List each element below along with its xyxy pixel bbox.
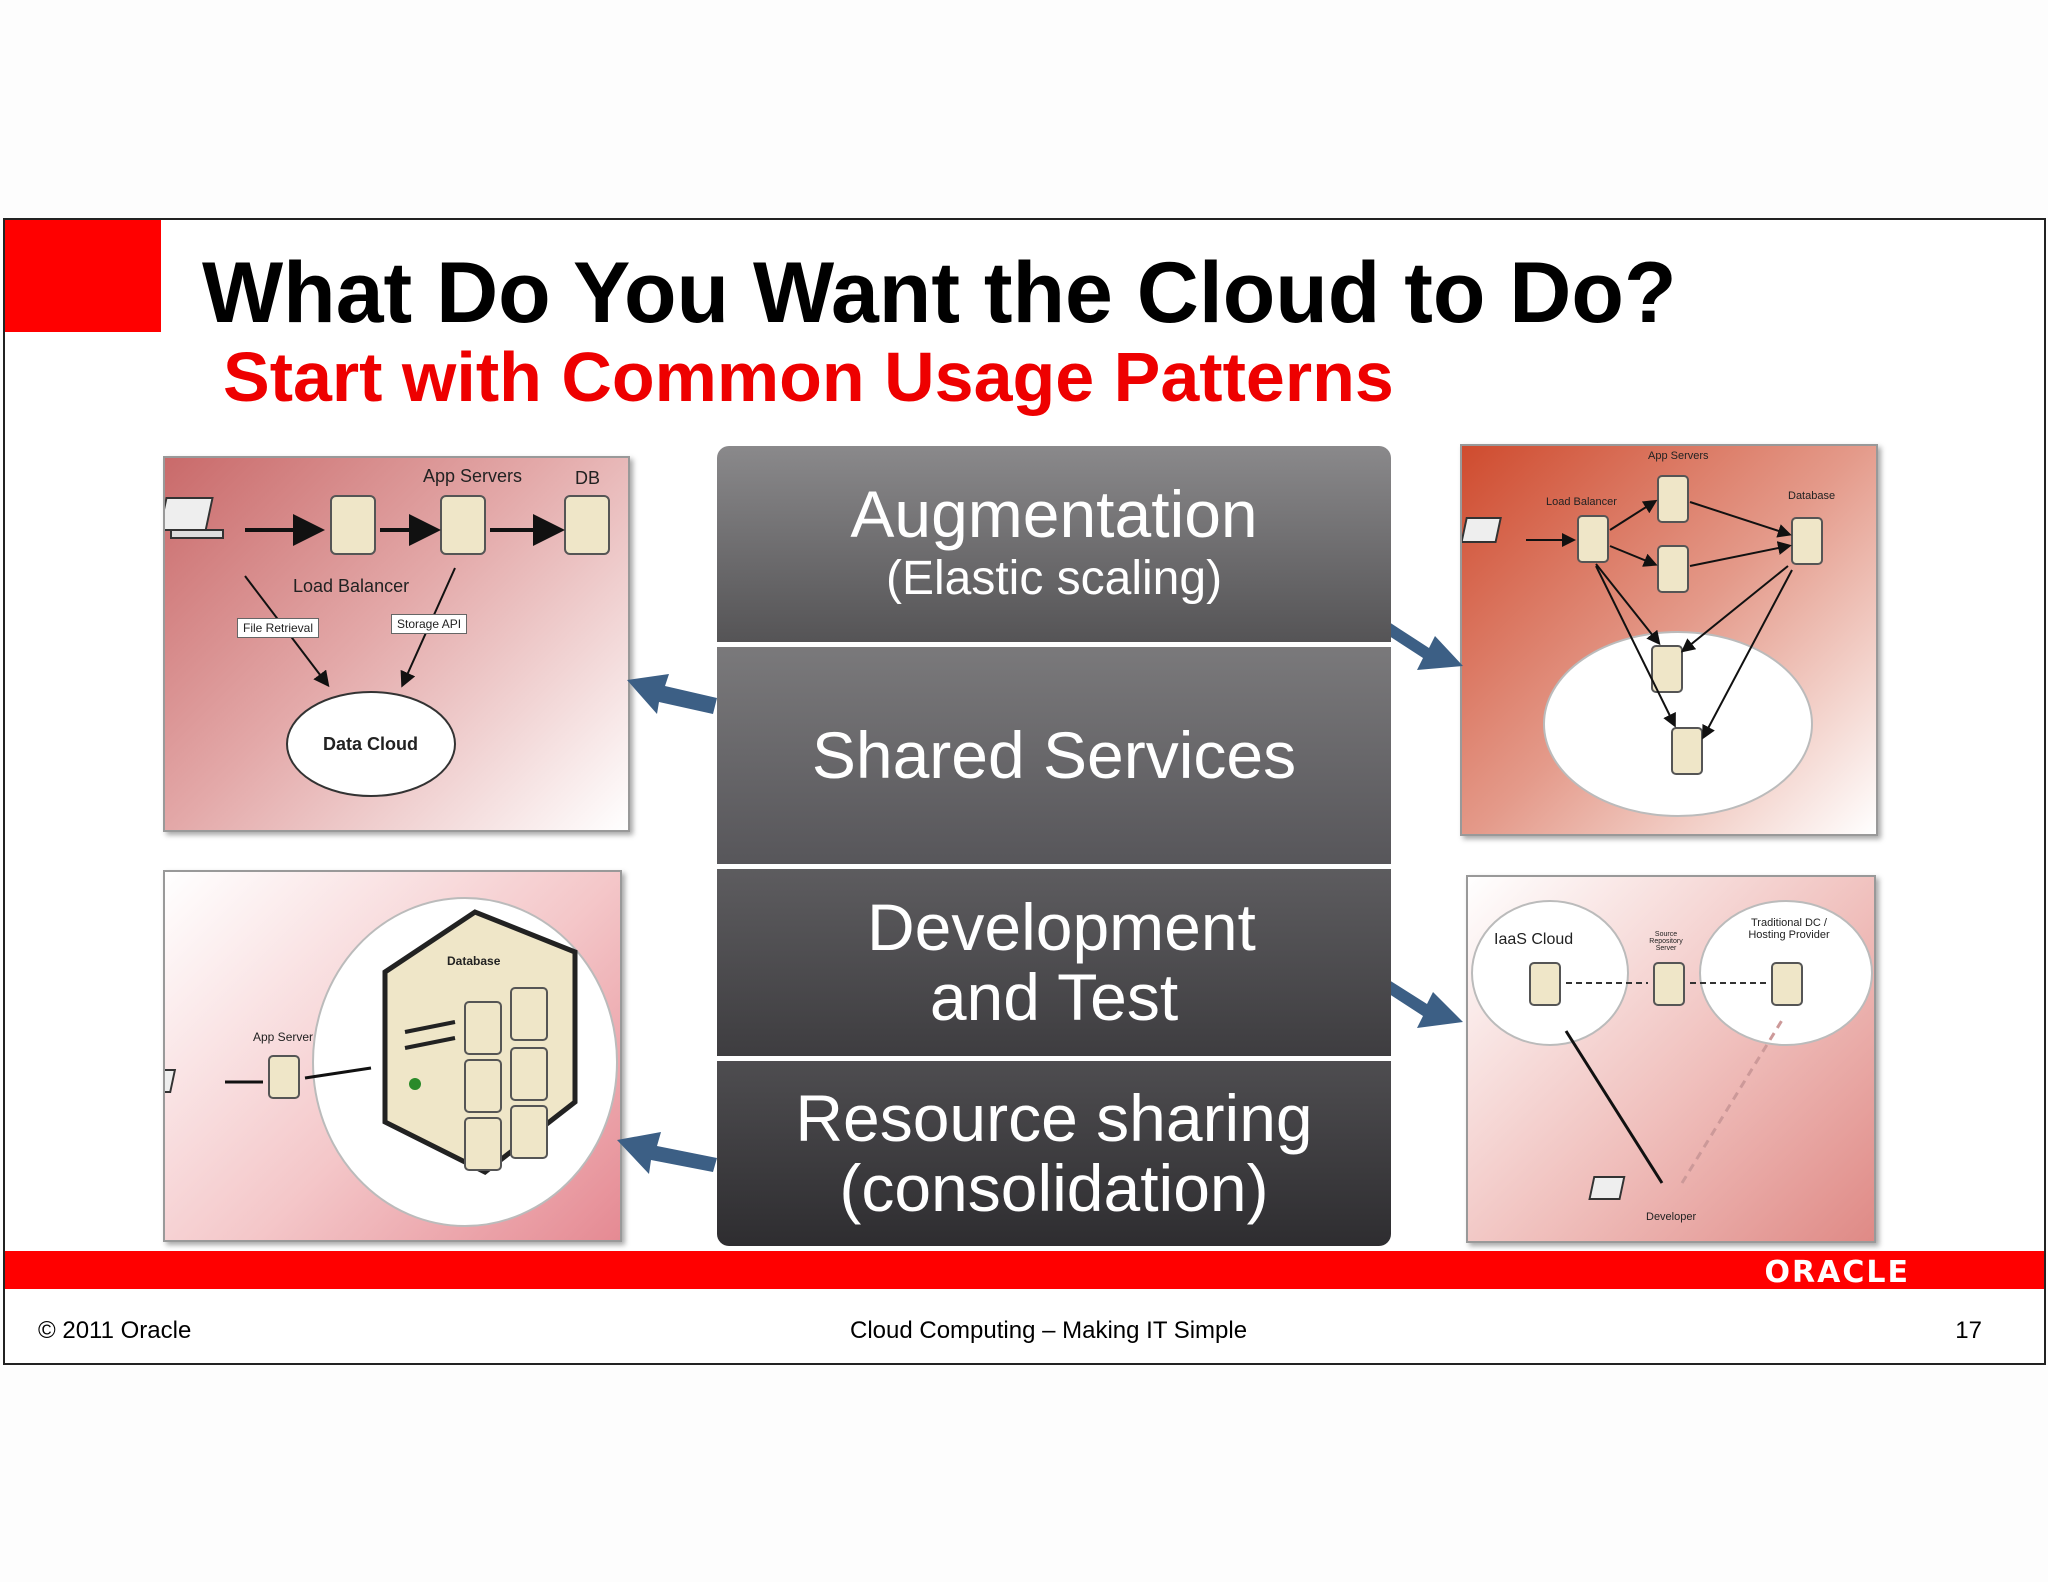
app-servers-label: App Servers <box>1648 450 1709 462</box>
app-servers-label: App Servers <box>423 466 523 486</box>
cloud-server-icon <box>1671 727 1703 775</box>
footer-copyright: © 2011 Oracle <box>38 1317 192 1344</box>
footer-title: Cloud Computing – Making IT Simple <box>850 1317 1248 1344</box>
load-balancer-server-icon <box>1577 515 1609 563</box>
developer-label: Developer <box>1646 1211 1697 1223</box>
storage-api-label: Storage API <box>391 614 468 634</box>
arrow-to-development-test <box>1383 980 1463 1028</box>
diagram-development-test: IaaS Cloud Source Repository Server Trad… <box>1466 875 1876 1243</box>
laptop-icon <box>1462 517 1502 543</box>
server-icon <box>1529 962 1561 1006</box>
data-cloud-shape <box>286 691 456 797</box>
database-server-icon <box>1791 517 1823 565</box>
pattern-shared-services: Shared Services <box>717 642 1391 864</box>
app-server-icon <box>1657 545 1689 593</box>
title-accent-block <box>5 220 161 332</box>
arrow-to-shared-services <box>627 674 717 714</box>
app-server-icon <box>440 495 486 555</box>
database-label: Database <box>1788 490 1836 502</box>
pattern-augmentation-title: Augmentation <box>850 477 1258 552</box>
vm-icon <box>510 1105 548 1159</box>
db-server-icon <box>564 495 610 555</box>
pattern-resource-sharing-title: Resource sharing (consolidation) <box>795 1080 1313 1225</box>
diagram-shared-services: App Servers DB Load Balancer File Retrie… <box>163 456 630 832</box>
slide-title: What Do You Want the Cloud to Do? <box>202 245 1677 341</box>
cloud-server-icon <box>1651 645 1683 693</box>
vm-icon <box>464 1059 502 1113</box>
laptop-icon <box>165 497 224 539</box>
load-balancer-label: Load Balancer <box>293 576 410 596</box>
pattern-development-test: Development and Test <box>717 864 1391 1056</box>
shared-services-diagram-graphic <box>165 495 610 797</box>
diagram-augmentation: App Servers Load Balancer Database <box>1460 444 1878 836</box>
oracle-logo: ORACLE <box>1764 1255 1910 1290</box>
server-icon <box>1771 962 1803 1006</box>
developer-laptop-icon <box>1588 1176 1626 1200</box>
slide: What Do You Want the Cloud to Do? Start … <box>3 218 2046 1365</box>
pattern-development-test-title: Development and Test <box>867 889 1256 1034</box>
pattern-resource-sharing: Resource sharing (consolidation) <box>717 1056 1391 1246</box>
augmentation-diagram-graphic <box>1462 475 1823 817</box>
laptop-icon <box>165 1069 177 1093</box>
connector-arrows <box>617 622 1463 1174</box>
diagram-resource-sharing: Database App Server <box>163 870 622 1242</box>
slide-subtitle: Start with Common Usage Patterns <box>223 338 1394 416</box>
load-balancer-label: Load Balancer <box>1546 496 1617 508</box>
db-label: DB <box>575 468 601 488</box>
load-balancer-server-icon <box>330 495 376 555</box>
arrow-to-resource-sharing <box>617 1132 717 1174</box>
app-server-icon <box>1657 475 1689 523</box>
pattern-augmentation: Augmentation (Elastic scaling) <box>717 446 1391 642</box>
source-server-icon <box>1653 962 1685 1006</box>
vm-icon <box>510 1047 548 1101</box>
pattern-shared-services-title: Shared Services <box>811 717 1297 792</box>
page-number: 17 <box>1955 1317 1982 1344</box>
arrow-to-augmentation <box>1383 622 1463 670</box>
vm-icon <box>464 1001 502 1055</box>
app-server-icon <box>268 1055 300 1099</box>
usage-pattern-stack: Augmentation (Elastic scaling) Shared Se… <box>717 446 1391 1246</box>
traditional-dc-label: Traditional DC / Hosting Provider <box>1748 917 1830 941</box>
development-test-diagram-graphic <box>1471 900 1873 1200</box>
footer-red-bar <box>5 1251 2044 1289</box>
app-server-label: App Server <box>253 1030 314 1044</box>
file-retrieval-label: File Retrieval <box>237 618 320 638</box>
data-cloud-label: Data Cloud <box>323 734 419 754</box>
vm-icon <box>510 987 548 1041</box>
resource-sharing-diagram-graphic <box>165 897 618 1227</box>
vm-icon <box>464 1117 502 1171</box>
source-server-label: Source Repository Server <box>1649 931 1683 952</box>
cloud-shape <box>1543 631 1813 817</box>
pattern-augmentation-subtitle: (Elastic scaling) <box>885 552 1223 606</box>
iaas-cloud-label: IaaS Cloud <box>1494 931 1574 948</box>
database-label: Database <box>447 954 501 968</box>
